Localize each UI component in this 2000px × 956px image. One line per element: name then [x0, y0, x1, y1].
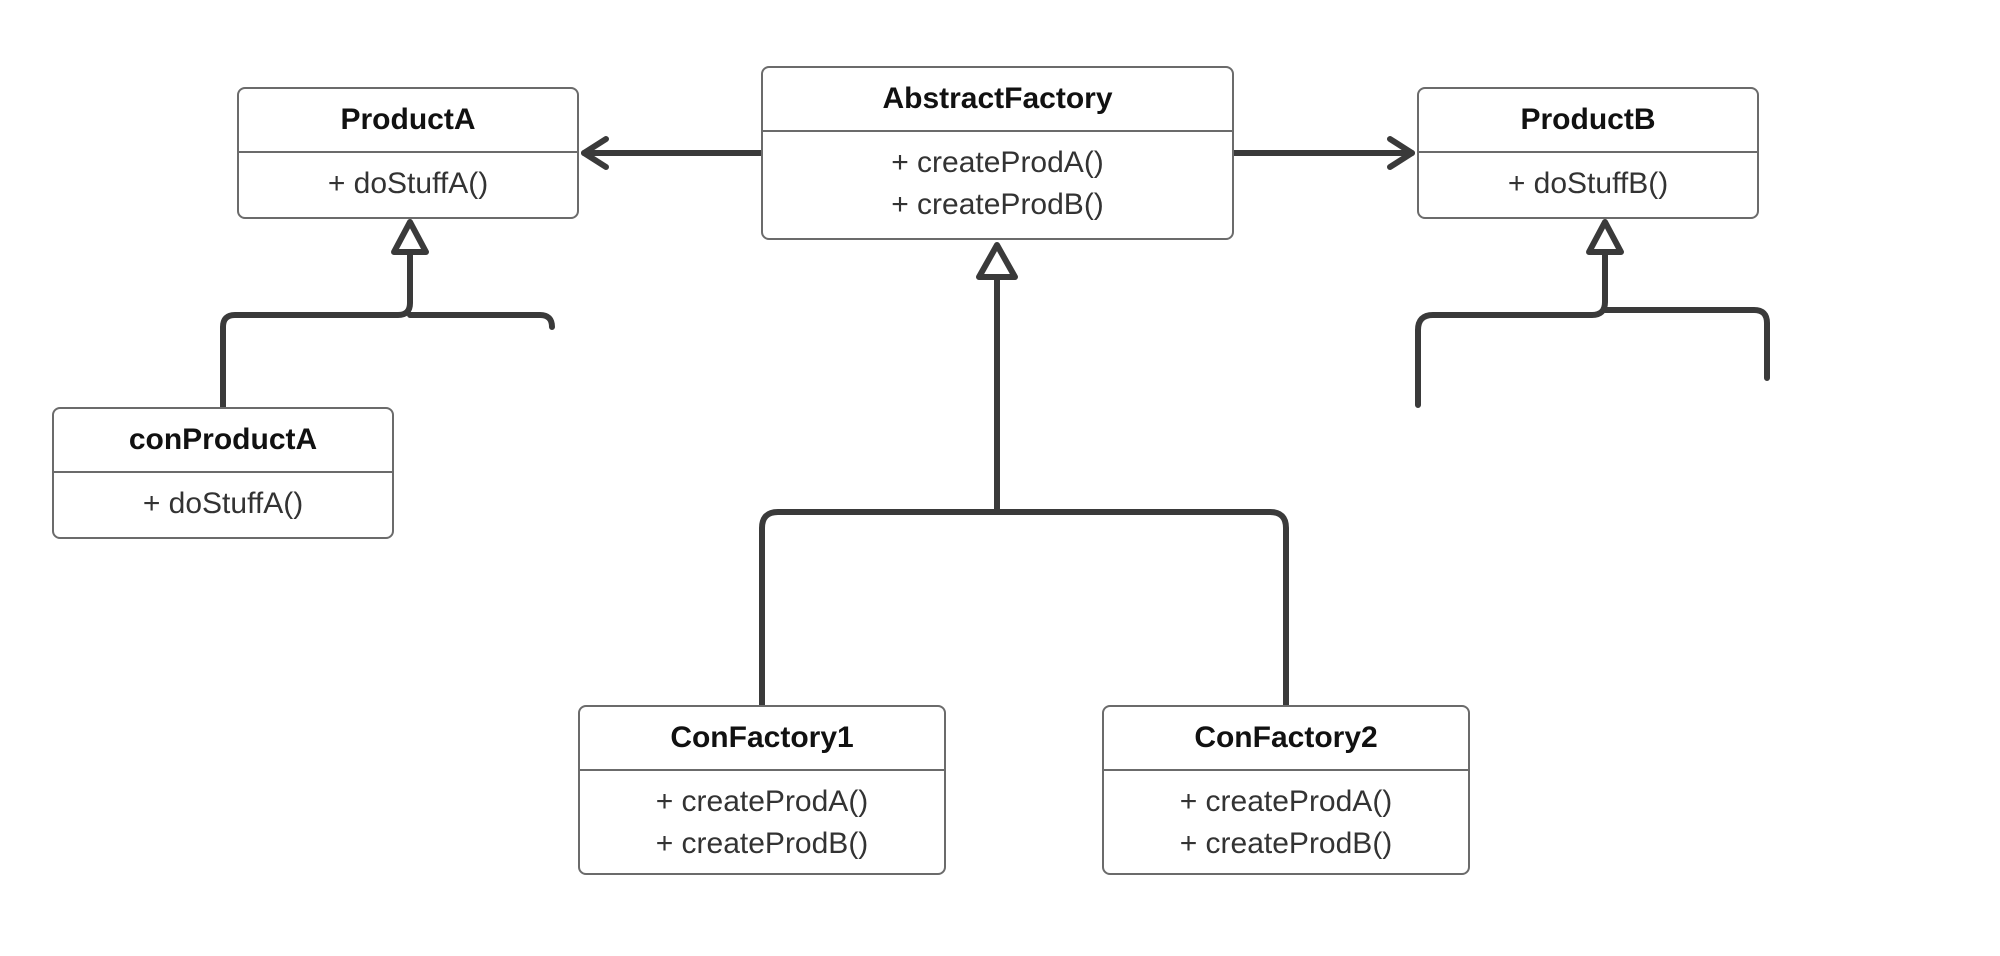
- class-operation: + createProdB(): [891, 188, 1104, 221]
- class-name: ProductB: [1419, 89, 1757, 153]
- class-product-b[interactable]: ProductB + doStuffB(): [1417, 87, 1759, 219]
- class-con-product-a[interactable]: conProductA + doStuffA(): [52, 407, 394, 539]
- class-name: AbstractFactory: [763, 68, 1232, 132]
- class-name: ConFactory2: [1104, 707, 1468, 771]
- class-operations: + createProdA() + createProdB(): [763, 132, 1232, 226]
- class-product-a[interactable]: ProductA + doStuffA(): [237, 87, 579, 219]
- class-name: ConFactory1: [580, 707, 944, 771]
- class-operation: + doStuffB(): [1507, 167, 1669, 200]
- class-operation: + createProdB(): [1179, 827, 1393, 860]
- class-operation: + createProdB(): [655, 827, 869, 860]
- class-abstract-factory[interactable]: AbstractFactory + createProdA() + create…: [761, 66, 1234, 240]
- class-operations: + createProdA() + createProdB(): [580, 771, 944, 865]
- class-con-factory-1[interactable]: ConFactory1 + createProdA() + createProd…: [578, 705, 946, 875]
- class-operation: + createProdA(): [1179, 785, 1393, 818]
- class-operations: + doStuffB(): [1419, 153, 1757, 205]
- class-operation: + createProdA(): [891, 146, 1104, 179]
- generalization-line-con-product-a: [220, 219, 555, 410]
- class-operation: + doStuffA(): [327, 167, 489, 200]
- class-operation: + doStuffA(): [142, 487, 304, 520]
- class-name: conProductA: [54, 409, 392, 473]
- class-operations: + createProdA() + createProdB(): [1104, 771, 1468, 865]
- generalization-line-con-factories: [759, 242, 1289, 708]
- class-operations: + doStuffA(): [239, 153, 577, 205]
- class-operation: + createProdA(): [655, 785, 869, 818]
- generalization-line-product-b: [1415, 219, 1770, 408]
- class-name: ProductA: [239, 89, 577, 153]
- association-arrow-to-product-b: [1231, 136, 1415, 170]
- class-operations: + doStuffA(): [54, 473, 392, 525]
- class-con-factory-2[interactable]: ConFactory2 + createProdA() + createProd…: [1102, 705, 1470, 875]
- association-arrow-to-product-a: [581, 136, 764, 170]
